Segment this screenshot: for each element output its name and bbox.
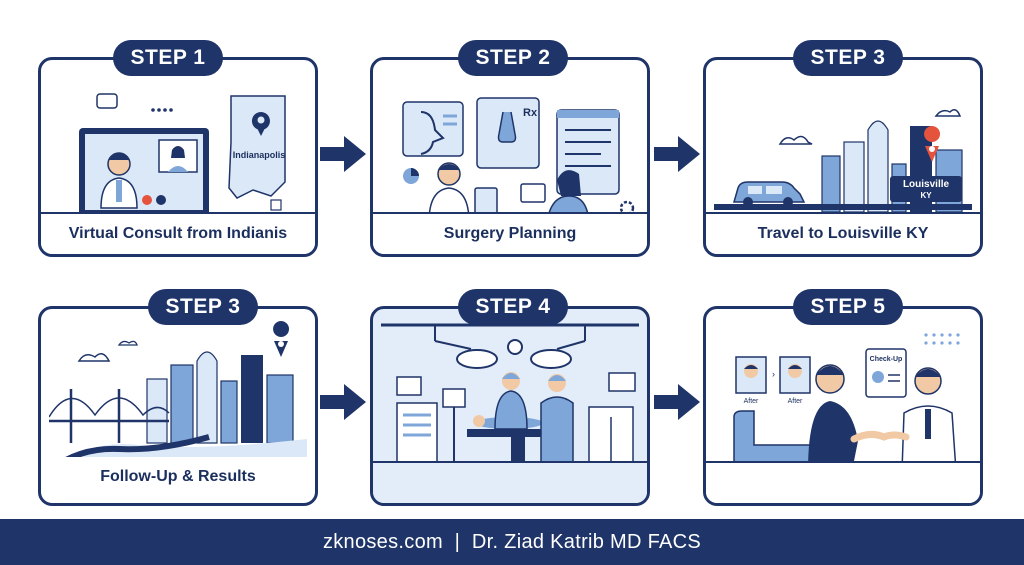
step-2-card: Rx Surgery Planning xyxy=(370,57,650,257)
step-2-caption: Surgery Planning xyxy=(373,212,647,254)
map-city-label: Indianapolis xyxy=(233,150,286,160)
step-1-card: Indianapolis Virtual Consult from Indian… xyxy=(38,57,318,257)
sign-state-label: KY xyxy=(920,191,932,200)
step-1-caption: Virtual Consult from Indianis xyxy=(41,212,315,254)
step-3b-caption: Follow-Up & Results xyxy=(41,457,315,497)
step-4-card xyxy=(370,306,650,506)
step-1-badge: STEP 1 xyxy=(113,40,223,76)
before-photo-label: After xyxy=(744,398,759,405)
footer-banner: zknoses.com | Dr. Ziad Katrib MD FACS xyxy=(0,519,1024,565)
step-5-caption xyxy=(706,461,980,503)
operating-room-illustration xyxy=(381,323,639,467)
results-handshake-illustration: After › After Check-Up xyxy=(733,333,960,471)
checkup-label: Check-Up xyxy=(870,356,903,363)
surgery-planning-illustration: Rx xyxy=(402,97,635,222)
travel-louisville-illustration: Louisville KY xyxy=(714,109,972,222)
follow-up-results-illustration xyxy=(49,321,307,471)
step-3b-badge: STEP 3 xyxy=(148,289,258,325)
arrow-right-icon xyxy=(654,136,700,172)
step-3-card: Louisville KY Travel to Louisville KY xyxy=(703,57,983,257)
arrow-right-icon xyxy=(654,384,700,420)
footer-text: zknoses.com | Dr. Ziad Katrib MD FACS xyxy=(322,530,702,553)
sign-city-label: Louisville xyxy=(903,179,950,190)
rx-label: Rx xyxy=(523,107,538,119)
step-3b-card: Follow-Up & Results xyxy=(38,306,318,506)
arrow-right-icon xyxy=(320,384,366,420)
step-4-caption xyxy=(373,461,647,503)
step-2-badge: STEP 2 xyxy=(458,40,568,76)
arrow-right-icon xyxy=(320,136,366,172)
virtual-consult-illustration: Indianapolis xyxy=(69,93,286,221)
step-5-badge: STEP 5 xyxy=(793,289,903,325)
svg-text:›: › xyxy=(772,369,775,379)
step-5-card: After › After Check-Up xyxy=(703,306,983,506)
step-3-caption: Travel to Louisville KY xyxy=(706,212,980,254)
step-3-badge: STEP 3 xyxy=(793,40,903,76)
after-photo-label: After xyxy=(788,398,803,405)
step-4-badge: STEP 4 xyxy=(458,289,568,325)
